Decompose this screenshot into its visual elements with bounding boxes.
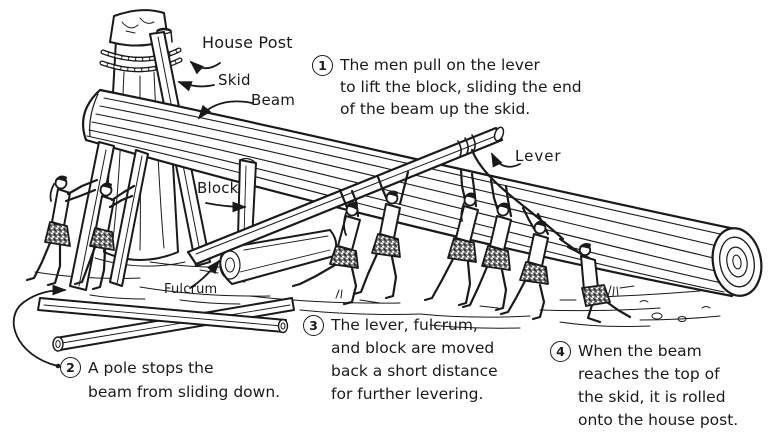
arrow-step2-to-pole xyxy=(12,284,67,369)
arrow-to-house-post xyxy=(189,60,221,75)
step-2-line: beam from sliding down. xyxy=(88,383,281,401)
step-2-line: A pole stops the xyxy=(88,359,214,377)
arrow-to-lever xyxy=(491,152,521,168)
man-lever-2 xyxy=(352,170,410,300)
step-3-text: The lever, fulcrum, and block are moved … xyxy=(331,314,498,406)
crossed-poles-drawing xyxy=(37,297,295,352)
fulcrum-label: Fulcrum xyxy=(164,282,218,297)
ground-details-drawing xyxy=(335,285,711,329)
step-4-line: reaches the top of xyxy=(578,365,720,383)
arrow-to-block xyxy=(205,201,247,213)
arrow-to-fulcrum xyxy=(189,259,221,289)
label-arrows xyxy=(12,60,521,369)
arrow-to-skid xyxy=(177,81,215,92)
man-rope-2 xyxy=(461,178,513,312)
man-pushing-1 xyxy=(25,175,99,287)
rope-drawing xyxy=(470,148,565,241)
step-4-number: 4 xyxy=(550,341,571,362)
step-3-line: and block are moved xyxy=(331,339,495,357)
skid-label: Skid xyxy=(218,71,251,89)
step-1-number: 1 xyxy=(312,55,333,76)
step-2-text: A pole stops the beam from sliding down. xyxy=(88,356,280,404)
step-4-line: When the beam xyxy=(578,342,702,360)
house-post-label: House Post xyxy=(202,33,293,52)
step-3-line: for further levering. xyxy=(331,385,484,403)
step-4-text: When the beam reaches the top of the ski… xyxy=(578,340,738,432)
step-1-annotation: 1 The men pull on the lever to lift the … xyxy=(312,54,582,120)
step-4-line: onto the house post. xyxy=(578,411,739,429)
man-rope-3 xyxy=(499,206,550,321)
step-3-number: 3 xyxy=(303,315,324,336)
man-rope-1 xyxy=(423,168,479,307)
step-1-line: to lift the block, sliding the end xyxy=(340,78,582,96)
step-1-line: of the beam up the skid. xyxy=(340,100,531,118)
step-3-line: back a short distance xyxy=(331,362,498,380)
man-lever-1 xyxy=(291,188,361,306)
men-group-drawing xyxy=(25,168,632,324)
block-label: Block xyxy=(197,179,239,197)
step-4-line: the skid, it is rolled xyxy=(578,388,726,406)
step-3-annotation: 3 The lever, fulcrum, and block are move… xyxy=(303,314,498,406)
beam-label: Beam xyxy=(251,91,296,109)
step-1-text: The men pull on the lever to lift the bl… xyxy=(340,54,582,120)
arrow-to-beam xyxy=(197,100,253,120)
man-rope-4 xyxy=(558,237,632,324)
step-1-line: The men pull on the lever xyxy=(340,56,540,74)
step-2-number: 2 xyxy=(60,357,81,378)
lever-drawing xyxy=(186,126,505,266)
brace-poles-drawing xyxy=(69,141,149,291)
step-3-line: The lever, fulcrum, xyxy=(331,316,478,334)
step-4-annotation: 4 When the beam reaches the top of the s… xyxy=(550,340,738,432)
lever-label: Lever xyxy=(515,147,562,165)
step-2-annotation: 2 A pole stops the beam from sliding dow… xyxy=(60,356,280,404)
man-pushing-2 xyxy=(73,182,136,291)
